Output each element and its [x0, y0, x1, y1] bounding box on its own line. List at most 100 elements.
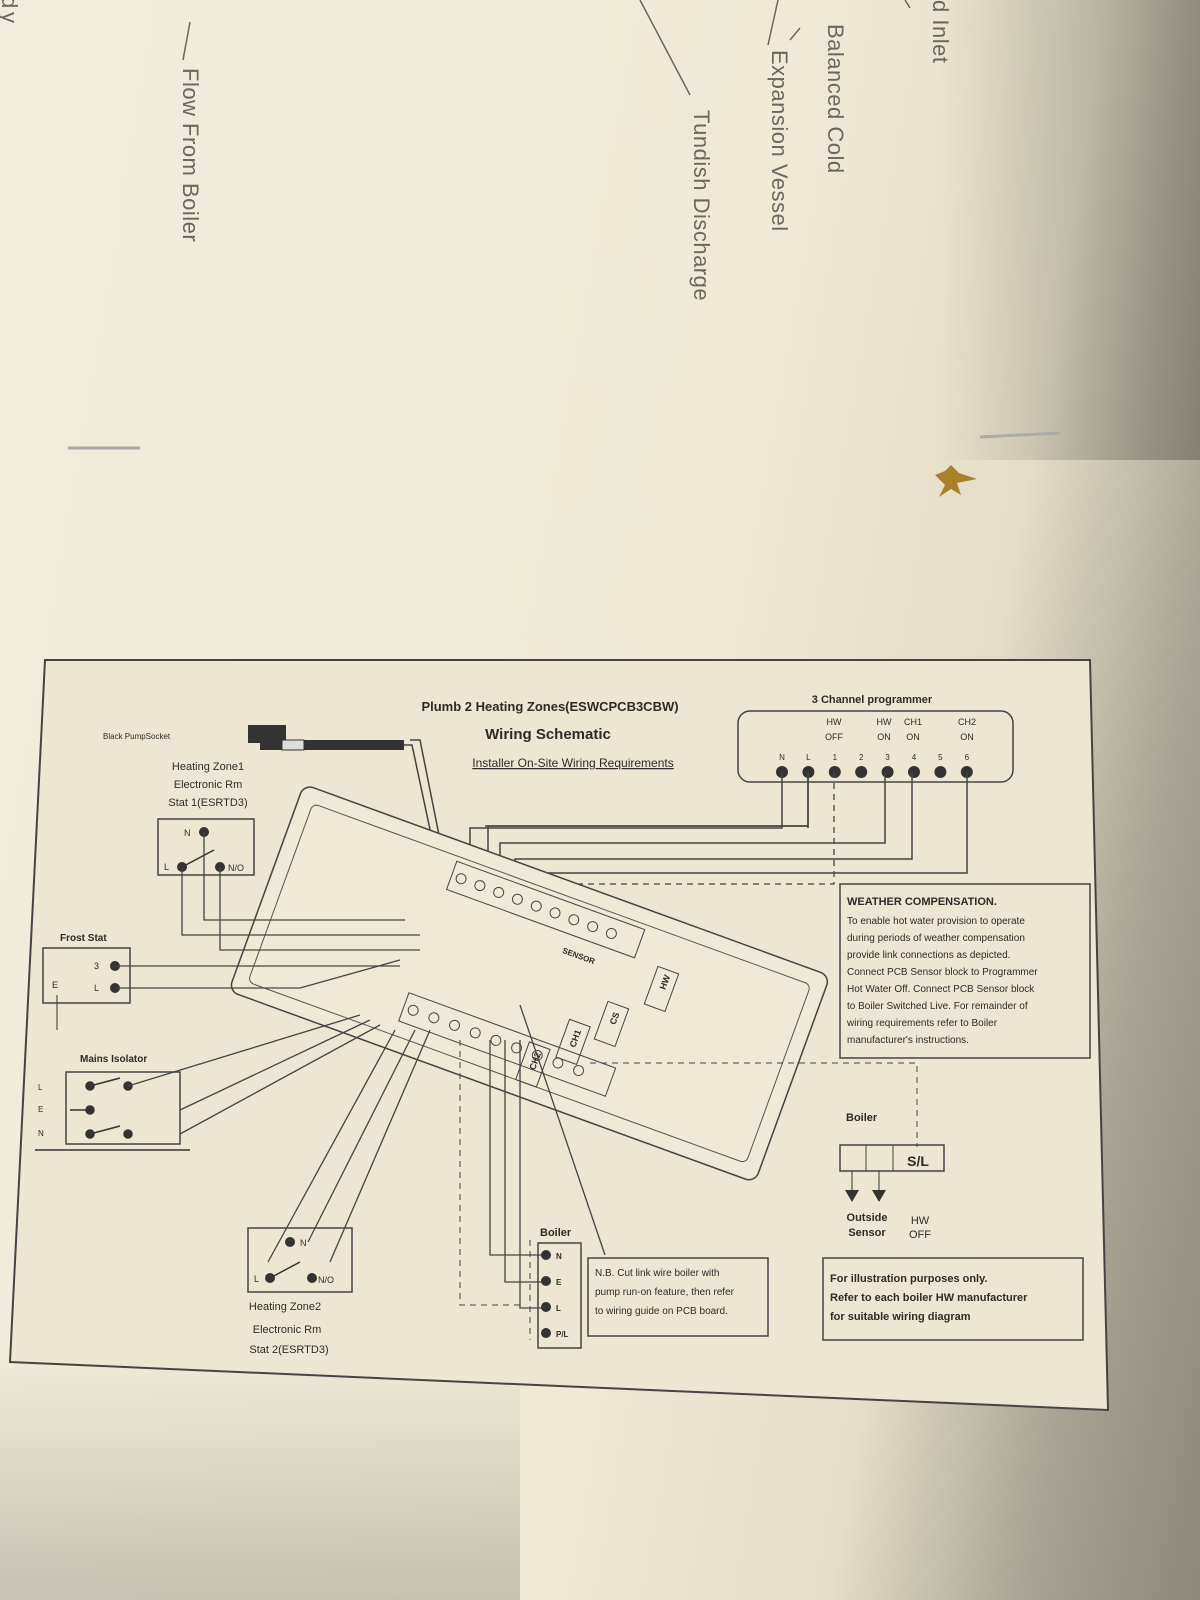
channel-label: ON	[877, 732, 891, 742]
hw-off-label: HW	[911, 1215, 930, 1227]
weather-compensation-text: Connect PCB Sensor block to Programmer	[847, 967, 1038, 978]
programmer-terminal-label: 4	[912, 753, 917, 762]
debris-mark	[935, 465, 977, 497]
weather-compensation-title: WEATHER COMPENSATION.	[847, 896, 997, 908]
arrow-down-icon	[845, 1190, 859, 1202]
weather-compensation-text: manufacturer's instructions.	[847, 1035, 969, 1046]
programmer-terminal	[908, 766, 920, 778]
wiring-requirements-heading: Installer On-Site Wiring Requirements	[472, 756, 673, 770]
boiler-terminal-block	[839, 1144, 945, 1172]
programmer-terminal-label: 1	[833, 753, 838, 762]
pcb-terminal	[531, 1049, 543, 1061]
pcb-terminal	[573, 1064, 585, 1076]
weather-compensation-text: during periods of weather compensation	[847, 933, 1025, 944]
pcb-terminal	[407, 1004, 419, 1016]
schematic-subtitle: Wiring Schematic	[485, 726, 611, 743]
boiler-terminal	[541, 1250, 551, 1260]
terminal-label: N	[300, 1238, 307, 1248]
pcb-enclosure: SENSOR HW CS CH1 CH2	[230, 786, 829, 1181]
mains-isolator-label: Mains Isolator	[80, 1054, 147, 1065]
weather-compensation-text: wiring requirements refer to Boiler	[846, 1018, 998, 1029]
pcb-terminal	[455, 873, 467, 885]
terminal-label: 3	[94, 961, 99, 971]
pcb-terminal	[511, 1042, 523, 1054]
channel-label: ON	[960, 732, 974, 742]
programmer-terminal	[855, 766, 868, 778]
disclaimer-text: Refer to each boiler HW manufacturer	[830, 1292, 1028, 1304]
zone2-label: Electronic Rm	[253, 1324, 321, 1336]
boiler-terminal-label: E	[556, 1278, 562, 1287]
terminal-label: L	[94, 983, 99, 993]
pcb-terminal	[474, 880, 486, 892]
zone1-label: Electronic Rm	[174, 779, 242, 791]
pcb-terminal	[449, 1019, 461, 1031]
programmer-terminal-label: 5	[938, 753, 943, 762]
terminal-label: E	[52, 980, 58, 990]
weather-compensation-box	[839, 883, 1091, 1059]
arrow-down-icon	[872, 1190, 886, 1202]
boiler-terminal-label: L	[556, 1304, 561, 1313]
terminal-label: L	[38, 1083, 43, 1092]
terminal-label: N	[38, 1129, 44, 1138]
mains-isolator-box	[65, 1071, 181, 1145]
channel-label: CH2	[958, 717, 976, 727]
terminal-label: N/O	[228, 863, 244, 873]
terminal-label: E	[38, 1105, 43, 1114]
zone2-label: Heating Zone2	[249, 1301, 321, 1313]
boiler-terminal-block	[537, 1242, 582, 1349]
programmer-terminal-label: 3	[885, 753, 890, 762]
channel-label: OFF	[825, 732, 843, 742]
programmer-terminal-label: L	[806, 753, 811, 762]
boiler-terminal	[541, 1328, 551, 1338]
boiler-label: Boiler	[540, 1227, 572, 1239]
programmer-terminal	[881, 766, 894, 778]
programmer-title: 3 Channel programmer	[812, 694, 933, 706]
nb-note-text: N.B. Cut link wire boiler with	[595, 1268, 719, 1279]
pcb-terminal	[549, 907, 561, 919]
terminal-label: L	[164, 862, 169, 872]
frost-stat-box	[42, 947, 131, 1004]
schematic-title: Plumb 2 Heating Zones(ESWCPCB3CBW)	[421, 699, 678, 714]
weather-compensation-text: Hot Water Off. Connect PCB Sensor block	[847, 984, 1035, 995]
disclaimer-box	[822, 1257, 1084, 1341]
terminal-label: L	[254, 1274, 259, 1284]
weather-compensation-text: To enable hot water provision to operate	[847, 916, 1025, 927]
zone2-stat-box	[247, 1227, 353, 1293]
boiler-terminal-label: N	[556, 1252, 562, 1261]
zone1-stat-box	[157, 818, 255, 876]
hw-off-label: OFF	[909, 1229, 931, 1241]
pump-socket-label: Black PumpSocket	[103, 732, 171, 741]
outside-sensor-label: Outside	[847, 1212, 888, 1224]
pcb-terminal	[493, 886, 505, 898]
pcb-terminal	[428, 1012, 440, 1024]
pcb-terminal	[469, 1027, 481, 1039]
channel-label: HW	[827, 717, 842, 727]
outside-sensor-label: Sensor	[848, 1227, 886, 1239]
disclaimer-text: For illustration purposes only.	[830, 1273, 987, 1285]
boiler-label: Boiler	[846, 1112, 878, 1124]
zone1-label: Stat 1(ESRTD3)	[168, 797, 247, 809]
nb-note-box	[587, 1257, 769, 1337]
pcb-cs-label: CS	[608, 1011, 622, 1026]
programmer-terminal-label: N	[779, 753, 785, 762]
channel-label: ON	[906, 732, 920, 742]
programmer-terminal	[934, 766, 947, 778]
programmer-box	[737, 710, 1014, 783]
leader-lines	[182, 0, 911, 96]
channel-label: HW	[877, 717, 892, 727]
programmer-terminal-label: 6	[965, 753, 970, 762]
pcb-terminal	[530, 900, 542, 912]
zone1-label: Heating Zone1	[172, 761, 244, 773]
pcb-hw-label: HW	[658, 973, 673, 991]
pcb-terminal	[605, 927, 617, 939]
pcb-terminal	[511, 893, 523, 905]
programmer-terminal	[828, 766, 841, 778]
terminal-label: N/O	[318, 1275, 334, 1285]
weather-compensation-text: provide link connections as depicted.	[847, 950, 1010, 961]
pcb-terminal	[490, 1034, 502, 1046]
programmer-terminal-label: 2	[859, 753, 864, 762]
boiler-terminal	[541, 1302, 551, 1312]
disclaimer-text: for suitable wiring diagram	[830, 1311, 971, 1323]
terminal-label: N	[184, 828, 191, 838]
